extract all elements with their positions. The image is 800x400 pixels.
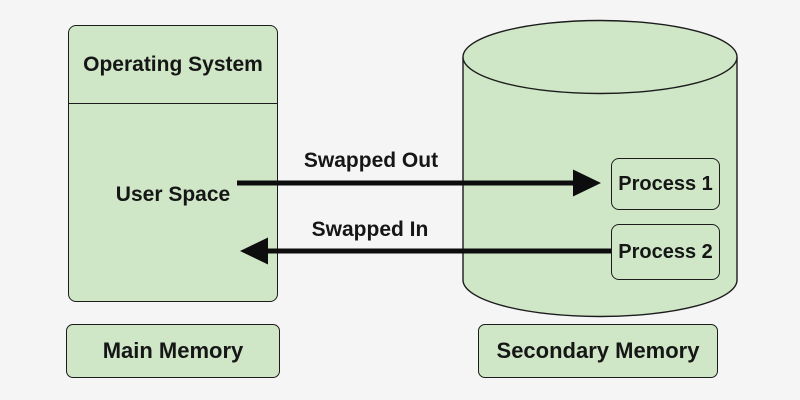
swapped-out-arrow: [237, 169, 601, 197]
swapped-out-arrowhead: [573, 169, 601, 197]
cylinder-top-ellipse: [462, 19, 738, 95]
secondary-memory-caption: Secondary Memory: [478, 324, 718, 378]
main-memory-caption-label: Main Memory: [102, 338, 244, 363]
operating-system-label: Operating System: [83, 52, 263, 76]
process-1-label: Process 1: [618, 172, 713, 195]
process-2-label: Process 2: [618, 240, 713, 263]
process-2-box: Process 2: [611, 224, 720, 280]
swapped-out-label: Swapped Out: [303, 149, 439, 172]
user-space-label: User Space: [115, 183, 231, 206]
swapped-in-label: Swapped In: [311, 218, 429, 241]
secondary-memory-caption-label: Secondary Memory: [496, 338, 700, 363]
operating-system-section: Operating System: [69, 26, 277, 104]
main-memory-box: Operating System User Space: [68, 25, 278, 302]
main-memory-caption: Main Memory: [66, 324, 280, 378]
process-1-box: Process 1: [611, 158, 720, 210]
